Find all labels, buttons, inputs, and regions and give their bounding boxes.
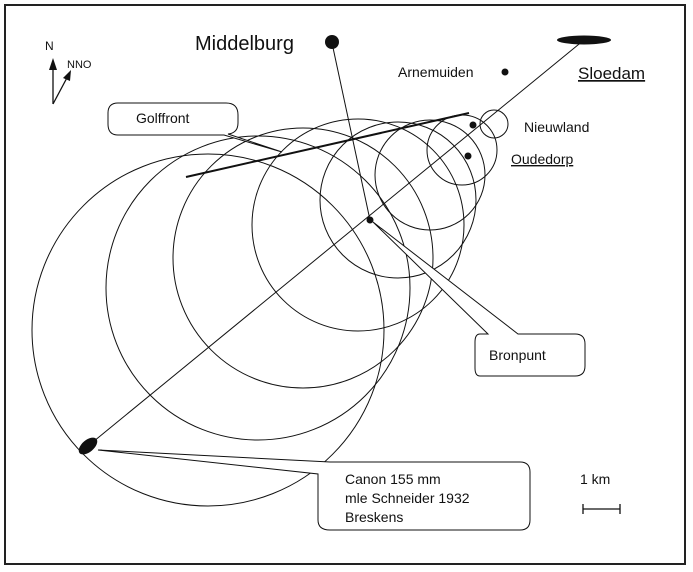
- canon-callout-line3: Breskens: [345, 509, 403, 525]
- wave-circle: [172, 127, 434, 389]
- sloedam-marker: [557, 35, 611, 45]
- wave-circle: [105, 135, 411, 441]
- golffront-callout: [107, 102, 283, 153]
- compass: N NNO: [45, 39, 92, 105]
- label-arnemuiden: Arnemuiden: [398, 64, 474, 80]
- diagram-frame: [4, 4, 686, 565]
- golffront-callout-text: Golffront: [136, 110, 190, 126]
- bronpunt-callout-text: Bronpunt: [489, 347, 546, 363]
- scale-bar: 1 km: [580, 471, 621, 514]
- wave-circle: [426, 114, 498, 186]
- arrow-head-icon: [49, 58, 57, 70]
- wave-circle: [319, 121, 477, 279]
- scale-label: 1 km: [580, 471, 610, 487]
- label-sloedam: Sloedam: [578, 64, 645, 83]
- bronpunt-callout: [372, 221, 586, 377]
- middelburg-marker: [325, 35, 339, 49]
- label-nieuwland: Nieuwland: [524, 119, 589, 135]
- canon-marker: [78, 437, 98, 455]
- label-oudedorp: Oudedorp: [511, 151, 573, 167]
- compass-north-label: N: [45, 39, 54, 53]
- arnemuiden-marker: [501, 68, 509, 76]
- arrow-head-icon: [63, 70, 71, 81]
- canon-callout: [97, 449, 531, 531]
- bronpunt-marker: [366, 216, 374, 224]
- middelburg-line: [331, 42, 371, 221]
- oudedorp-marker: [464, 152, 472, 160]
- golffront-line: [185, 112, 470, 178]
- wave-circle: [479, 109, 509, 139]
- wave-circle: [31, 153, 385, 507]
- firing-axis: [87, 39, 585, 447]
- canon-callout-line1: Canon 155 mm: [345, 471, 441, 487]
- label-middelburg: Middelburg: [195, 33, 294, 55]
- canon-callout-line2: mle Schneider 1932: [345, 490, 470, 506]
- wave-circle: [251, 118, 465, 332]
- nieuwland-marker: [469, 121, 477, 129]
- compass-nno-label: NNO: [67, 59, 92, 71]
